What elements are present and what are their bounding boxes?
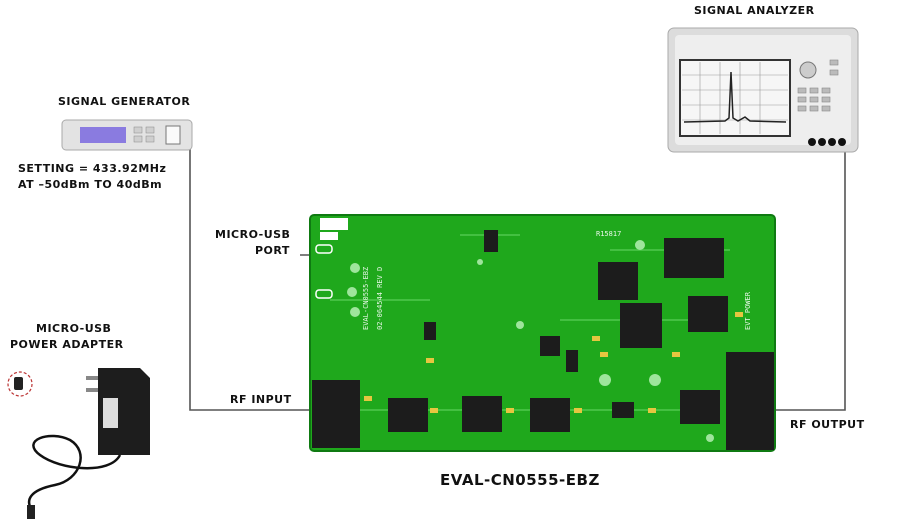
svg-text:R15817: R15817 (596, 230, 621, 238)
rf-output-label: RF OUTPUT (790, 418, 865, 431)
svg-text:EVT POWER: EVT POWER (744, 291, 752, 330)
signal-analyzer (667, 27, 859, 153)
eval-board: EVAL-CN0555-EBZ 02-064544 REV D R15817 E… (309, 214, 776, 452)
power-adapter-label-line1: MICRO-USB (36, 322, 112, 335)
svg-text:EVAL-CN0555-EBZ: EVAL-CN0555-EBZ (362, 267, 370, 330)
rf-output-cable (760, 150, 846, 411)
spectrum-trace (683, 71, 787, 123)
micro-usb-port-label-line1: MICRO-USB (215, 228, 291, 241)
svg-text:02-064544 REV D: 02-064544 REV D (376, 267, 384, 330)
rf-input-label: RF INPUT (230, 393, 292, 406)
generator-setting-line2: AT –50dBm TO 40dBm (18, 178, 163, 191)
signal-generator (61, 119, 193, 151)
micro-usb-port-label-line2: PORT (255, 244, 290, 257)
rf-output-connector (726, 352, 774, 450)
generator-display (80, 127, 126, 143)
power-adapter (7, 368, 150, 519)
generator-setting-line1: SETTING = 433.92MHz (18, 162, 167, 175)
power-adapter-label-line2: POWER ADAPTER (10, 338, 124, 351)
analyzer-knob-icon (799, 61, 817, 79)
board-name-label: EVAL-CN0555-EBZ (440, 471, 600, 489)
analyzer-screen (679, 59, 791, 137)
signal-analyzer-label: SIGNAL ANALYZER (694, 4, 815, 17)
rf-input-cable (189, 145, 312, 411)
rf-input-connector (312, 380, 360, 448)
signal-generator-label: SIGNAL GENERATOR (58, 95, 191, 108)
